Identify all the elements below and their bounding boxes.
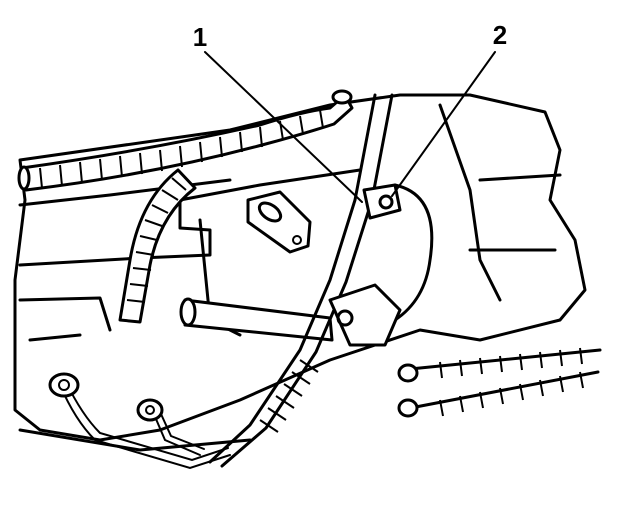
brake-line-tubes — [48, 372, 231, 470]
cable-clip — [362, 183, 402, 220]
equalizer-assembly — [328, 183, 434, 347]
cross-tube — [179, 297, 334, 342]
callout-1-label: 1 — [193, 22, 207, 52]
callout-1-leader — [204, 51, 363, 203]
callout-1: 1 — [193, 22, 363, 203]
wiring-harness-vertical — [118, 168, 197, 324]
mounting-bracket — [246, 190, 312, 254]
underbody-panel — [13, 93, 587, 452]
parking-brake-cable — [208, 93, 394, 468]
callout-2-leader — [391, 51, 496, 197]
callout-2-label: 2 — [493, 20, 507, 50]
rear-brake-cables — [397, 347, 602, 418]
wiring-harness-top — [17, 89, 354, 192]
callout-2: 2 — [391, 20, 507, 197]
